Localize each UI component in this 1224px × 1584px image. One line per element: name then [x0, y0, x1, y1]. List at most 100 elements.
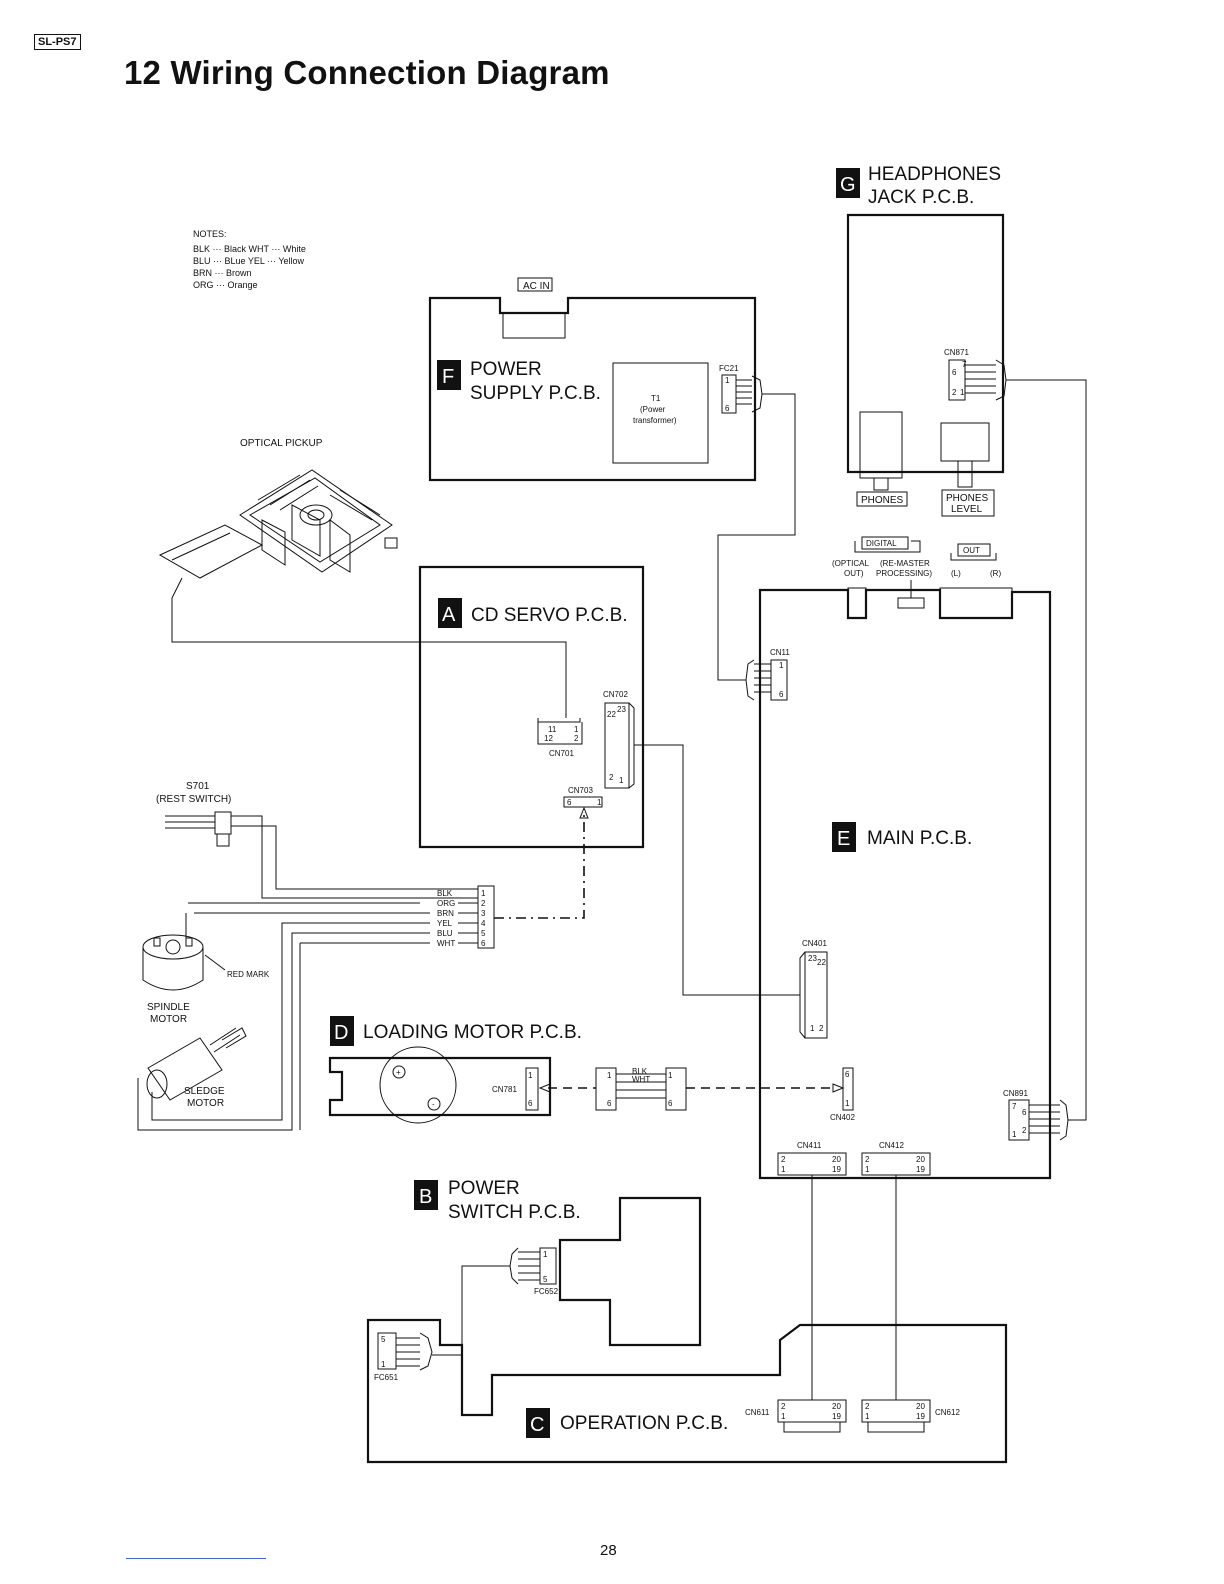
cn781-label: CN781	[492, 1085, 517, 1094]
power-switch-label-2: SWITCH P.C.B.	[448, 1202, 581, 1223]
wire-brn: BRN	[437, 909, 454, 918]
spindle-shaft	[165, 939, 181, 955]
phones-level-label-box	[941, 489, 995, 517]
cn871-label: CN871	[944, 348, 969, 357]
phones-jack	[859, 411, 903, 479]
wire-blk: BLK	[437, 889, 453, 898]
cn871-pin-6: 6	[952, 368, 957, 377]
cn411-pin-1: 1	[781, 1165, 786, 1174]
cn703-connector	[563, 796, 603, 808]
cn781-pin-1: 1	[528, 1071, 533, 1080]
optical-pickup-label: OPTICAL PICKUP	[240, 438, 323, 449]
cn402-pin-1: 1	[845, 1099, 850, 1108]
page-title: 12 Wiring Connection Diagram	[124, 54, 610, 91]
loading-plug-left	[595, 1067, 617, 1111]
cn701-pin-12: 12	[544, 734, 553, 743]
fc651-cable-bend	[419, 1332, 433, 1371]
cd-servo-label: CD SERVO P.C.B.	[471, 605, 628, 626]
badge-f-letter: F	[442, 366, 454, 388]
operation-pcb: 5 1 FC651 C OPERATION P.C.B. CN611 2 20 …	[366, 1318, 1008, 1464]
phones-level-label-1: PHONES	[946, 493, 989, 504]
remaster-label-2: PROCESSING)	[876, 569, 932, 578]
cn702-label: CN702	[603, 690, 628, 699]
fc652-pin-5: 5	[543, 1275, 548, 1284]
cn11-pin-6: 6	[779, 690, 784, 699]
cn401-pin-22: 22	[817, 958, 826, 967]
fc21-cable-bend	[751, 375, 763, 413]
loading-plug-right	[665, 1067, 687, 1111]
badge-c-letter: C	[530, 1414, 544, 1436]
model-tag: SL-PS7	[34, 34, 81, 50]
harness-plug	[477, 885, 495, 949]
notes-legend: NOTES: BLK ··· Black WHT ··· White BLU ·…	[193, 229, 306, 290]
cn891-pin-1: 1	[1012, 1130, 1017, 1139]
sledge-worm-gear	[209, 1027, 247, 1053]
badge-d-letter: D	[334, 1022, 348, 1044]
spindle-motor: RED MARK SPINDLE MOTOR	[142, 902, 430, 1025]
optical-out-label-2: OUT)	[844, 569, 864, 578]
phones-jack-plug	[873, 477, 889, 491]
cn871-pin-1: 1	[960, 388, 965, 397]
spindle-top	[142, 934, 204, 960]
operation-label: OPERATION P.C.B.	[560, 1413, 728, 1434]
pickup-flex-line	[171, 532, 231, 561]
cn401-pin-1: 1	[810, 1024, 815, 1033]
phones-label-box	[856, 491, 908, 507]
cn401-pin-2: 2	[819, 1024, 824, 1033]
remaster-label-1: (RE-MASTER	[880, 559, 930, 568]
fc651-pin-1: 1	[381, 1360, 386, 1369]
cn411-pin-2: 2	[781, 1155, 786, 1164]
spindle-body	[142, 947, 204, 991]
loading-plug-right-pin-1: 1	[668, 1071, 673, 1080]
cn701-label: CN701	[549, 749, 574, 758]
loading-motor-label: LOADING MOTOR P.C.B.	[363, 1022, 582, 1043]
cn612-label: CN612	[935, 1408, 960, 1417]
loading-motor-terminal-minus	[427, 1097, 441, 1111]
cn891-connector	[1008, 1099, 1030, 1141]
cn891-cable-bend	[1059, 1099, 1069, 1141]
phones-level-label-2: LEVEL	[951, 504, 983, 515]
loading-motor-body	[379, 1046, 457, 1124]
l-label: (L)	[951, 569, 961, 578]
cn702-to-cn401-wire	[634, 744, 800, 996]
pickup-flex-cable	[158, 524, 264, 579]
wire-wht: WHT	[437, 939, 455, 948]
line-out-jacks	[939, 587, 1013, 619]
out-label: OUT	[963, 546, 980, 555]
cn11-label: CN11	[770, 648, 790, 657]
cn612-pin-20: 20	[916, 1402, 925, 1411]
cn401-pin-23: 23	[808, 954, 817, 963]
notes-line-1: BLK ··· Black WHT ··· White	[193, 244, 306, 254]
cn701-connector	[537, 718, 583, 745]
cn611-base	[783, 1421, 841, 1433]
wire-yel: YEL	[437, 919, 453, 928]
cn703-arrow-icon	[579, 806, 589, 819]
harness-pin-2: 2	[481, 899, 486, 908]
cn781-connector	[525, 1067, 539, 1111]
sledge-motor: SLEDGE MOTOR	[137, 922, 430, 1131]
notes-heading: NOTES:	[193, 229, 227, 239]
remaster-switch	[897, 597, 925, 609]
headphones-label-2: JACK P.C.B.	[868, 187, 974, 208]
badge-a	[438, 598, 462, 628]
cn411-label: CN411	[797, 1141, 822, 1150]
fc652-to-fc651-wire	[432, 1265, 510, 1356]
badge-f	[437, 360, 461, 390]
spindle-terminal-2	[185, 937, 193, 947]
motor-harness: 1 2 3 4 5 6 BLK ORG BRN YEL BLU WHT	[437, 806, 589, 949]
power-supply-pcb: AC IN F POWER SUPPLY P.C.B. T1 (Power tr…	[428, 277, 763, 482]
fc651-connector	[377, 1332, 397, 1370]
cn891-pins	[1029, 1104, 1060, 1134]
minus-icon: -	[432, 1100, 435, 1109]
cn871-connector	[948, 359, 966, 401]
cn702-pin-23: 23	[617, 705, 626, 714]
optical-pickup: OPTICAL PICKUP	[158, 438, 567, 718]
badge-g-letter: G	[840, 174, 856, 196]
s701-wires	[231, 815, 478, 899]
spindle-label-2: MOTOR	[150, 1014, 187, 1025]
loading-board-outline	[328, 1056, 552, 1117]
loading-motor-pcb: D LOADING MOTOR P.C.B. + - CN781 1 6 1 6…	[328, 1016, 845, 1124]
power-switch-board-outline	[558, 1196, 702, 1347]
footer-rule	[126, 1558, 266, 1559]
cn702-pin-2: 2	[609, 773, 614, 782]
